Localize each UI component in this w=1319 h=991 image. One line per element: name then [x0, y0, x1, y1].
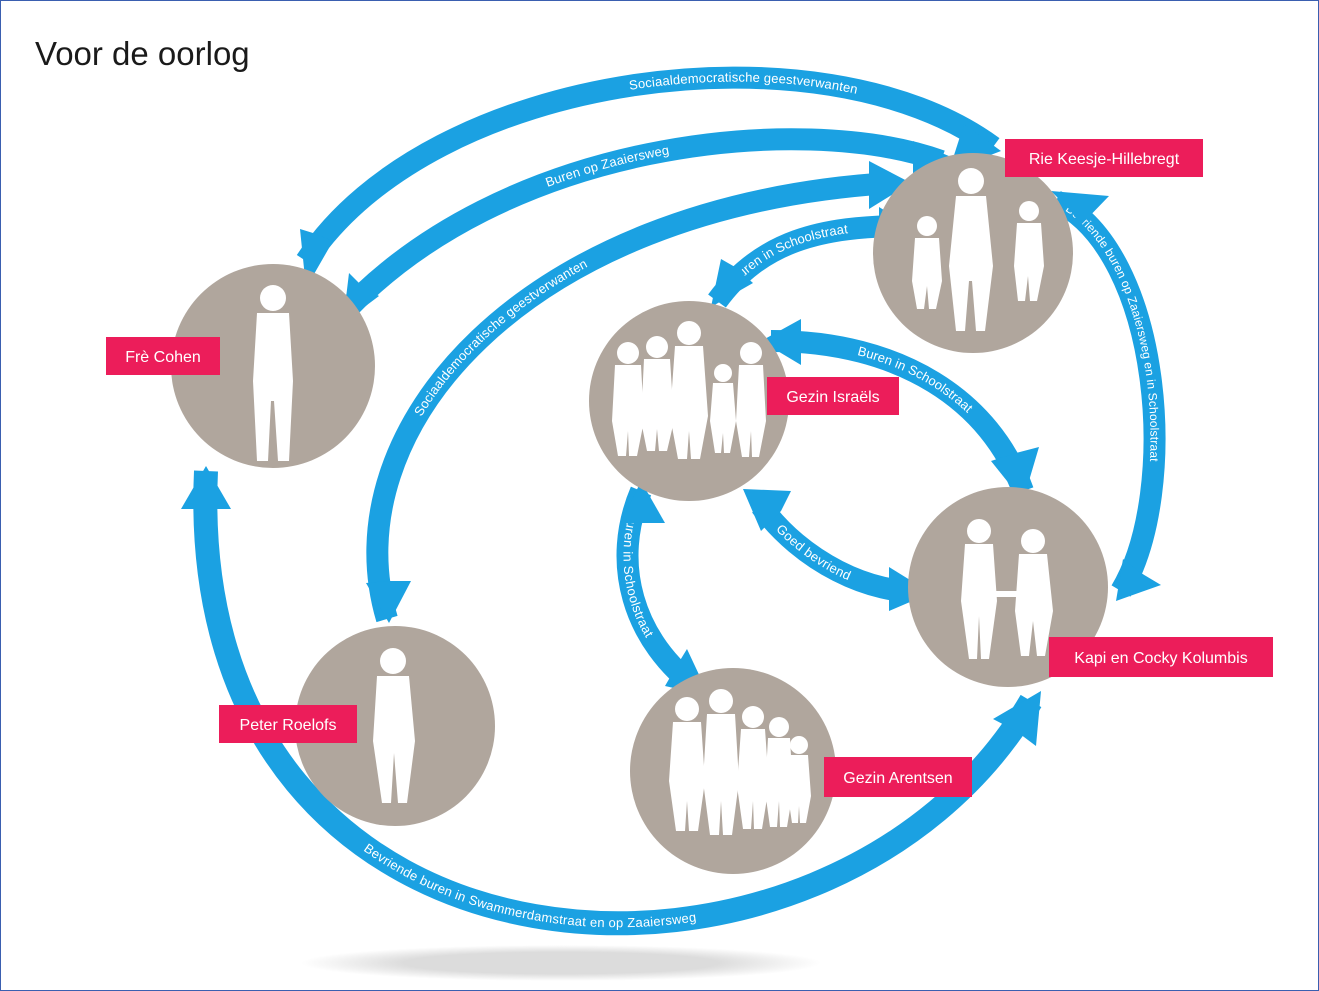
arrowhead	[711, 259, 753, 307]
node-name: Kapi en Cocky Kolumbis	[1074, 650, 1247, 667]
node-fre-cohen	[171, 264, 375, 468]
arrow-label: Sociaaldemocratische geestverwanten	[411, 256, 590, 419]
woman-with-two-children-icon	[912, 168, 1044, 331]
node-name: Gezin Israëls	[786, 389, 879, 406]
arrowhead	[181, 466, 231, 509]
page-title: Voor de oorlog	[35, 35, 250, 72]
node-name: Peter Roelofs	[240, 717, 337, 734]
arrowhead	[991, 447, 1039, 501]
label-fre: Frè Cohen	[106, 337, 220, 375]
arrowhead	[366, 581, 411, 623]
svg-text:Sociaaldemocratische geestverw: Sociaaldemocratische geestverwanten	[411, 256, 590, 419]
label-kapi: Kapi en Cocky Kolumbis	[1049, 637, 1273, 677]
family-group-icon	[669, 689, 811, 835]
node-name: Frè Cohen	[125, 349, 201, 366]
family-group-icon	[612, 321, 766, 459]
arrowhead	[1116, 559, 1161, 601]
label-rie: Rie Keesje-Hillebregt	[1005, 139, 1203, 177]
arrowhead	[993, 691, 1041, 746]
node-peter-roelofs	[295, 626, 495, 826]
label-israels: Gezin Israëls	[767, 377, 899, 415]
arrowhead	[1051, 191, 1109, 225]
man-silhouette-icon	[373, 648, 415, 803]
arrowhead	[761, 319, 801, 365]
node-gezin-israels	[589, 301, 789, 501]
node-gezin-arentsen	[630, 668, 836, 874]
arrowhead	[743, 489, 791, 531]
arrowhead	[621, 481, 665, 523]
node-rie-keesje-hillebregt	[873, 153, 1073, 353]
svg-text:Goed bevriend: Goed bevriend	[773, 521, 853, 583]
arrowhead	[869, 161, 911, 209]
node-name: Rie Keesje-Hillebregt	[1029, 151, 1180, 168]
woman-silhouette-icon	[253, 285, 293, 461]
label-peter: Peter Roelofs	[219, 705, 357, 743]
arrow-israels-kapi-school: Buren in Schoolstraat	[771, 341, 1023, 491]
node-name: Gezin Arentsen	[843, 770, 952, 787]
label-arentsen: Gezin Arentsen	[824, 757, 972, 797]
arrow-label: Goed bevriend	[773, 521, 853, 583]
couple-holding-hands-icon	[961, 519, 1053, 659]
